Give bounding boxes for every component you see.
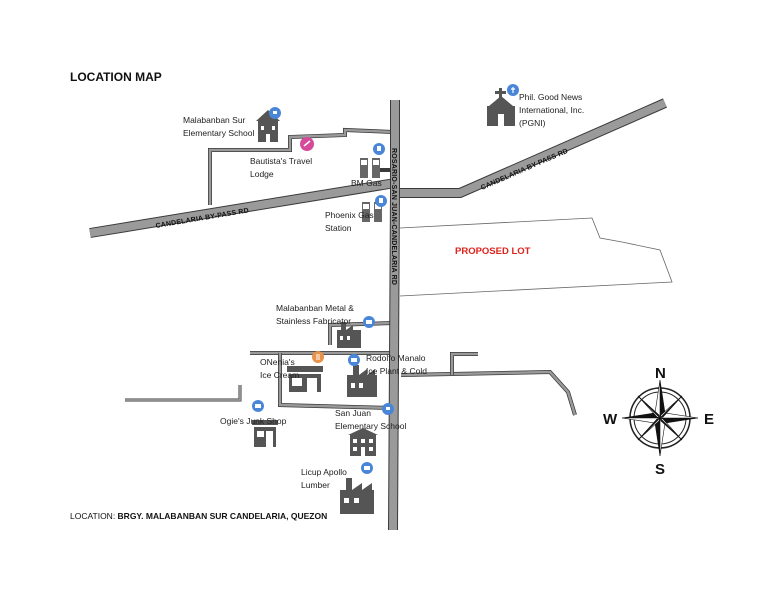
location-prefix: LOCATION: — [70, 511, 118, 521]
label-ice-plant: Rodolfo Manalo Ice Plant & Cold — [366, 353, 427, 376]
label-school-south: San Juan Elementary School — [335, 408, 407, 431]
compass-n: N — [655, 365, 666, 382]
location-value: BRGY. MALABANBAN SUR CANDELARIA, QUEZON — [117, 511, 328, 521]
label-lumber: Licup Apollo Lumber — [301, 467, 347, 490]
label-junk-shop: Ogie's Junk Shop — [220, 416, 287, 426]
gas-station-phoenix-icon — [362, 202, 382, 222]
pin-bm-gas-icon — [373, 143, 385, 155]
pin-junk-shop-icon — [252, 400, 264, 412]
compass-rose: N S E W — [603, 365, 714, 478]
pin-church-icon — [507, 84, 519, 96]
bypass-road-west — [89, 178, 396, 238]
pin-lumber-icon — [361, 462, 373, 474]
pin-ice-cream-icon — [312, 351, 324, 363]
compass-s: S — [655, 461, 665, 478]
pin-school-north-icon — [269, 107, 281, 119]
gas-station-bm-icon — [360, 158, 380, 178]
road-label-main: ROSARIO-SAN JUAN-CANDELARIA RD — [390, 148, 397, 285]
pin-ice-plant-icon — [348, 354, 360, 366]
pin-phoenix-gas-icon — [375, 195, 387, 207]
proposed-lot-outline — [399, 217, 673, 297]
pin-metal-fab-icon — [363, 316, 375, 328]
lumber-factory-icon — [340, 478, 374, 514]
label-bm-gas: BM Gas — [351, 178, 382, 188]
label-metal-fab: Malabanban Metal & Stainless Fabricator — [276, 303, 354, 326]
church-icon — [487, 88, 515, 126]
label-school-north: Malabanban Sur Elementary School — [183, 115, 255, 138]
bypass-road-east — [400, 98, 668, 198]
map-title: LOCATION MAP — [70, 70, 162, 84]
proposed-lot-label: PROPOSED LOT — [455, 246, 531, 257]
main-road — [388, 100, 400, 531]
label-church: Phil. Good News International, Inc. (PGN… — [519, 92, 585, 128]
ice-plant-factory-icon — [347, 365, 377, 397]
label-travel-lodge: Bautista's Travel Lodge — [250, 156, 313, 179]
compass-e: E — [704, 411, 714, 428]
label-phoenix-gas: Phoenix Gas Station — [325, 210, 374, 233]
school-south-icon — [348, 428, 378, 456]
road-label-bypass-east: CANDELARIA BY-PASS RD — [480, 148, 569, 192]
pin-travel-lodge-icon — [300, 137, 314, 151]
junk-shop-icon — [252, 420, 278, 447]
ice-cream-shop-icon — [287, 366, 323, 392]
compass-w: W — [603, 411, 618, 428]
pin-school-south-icon — [382, 403, 394, 415]
location-caption: LOCATION: BRGY. MALABANBAN SUR CANDELARI… — [70, 511, 327, 521]
label-ice-cream: ONenia's Ice Cream — [260, 357, 300, 380]
factory-metal-icon — [337, 322, 361, 348]
